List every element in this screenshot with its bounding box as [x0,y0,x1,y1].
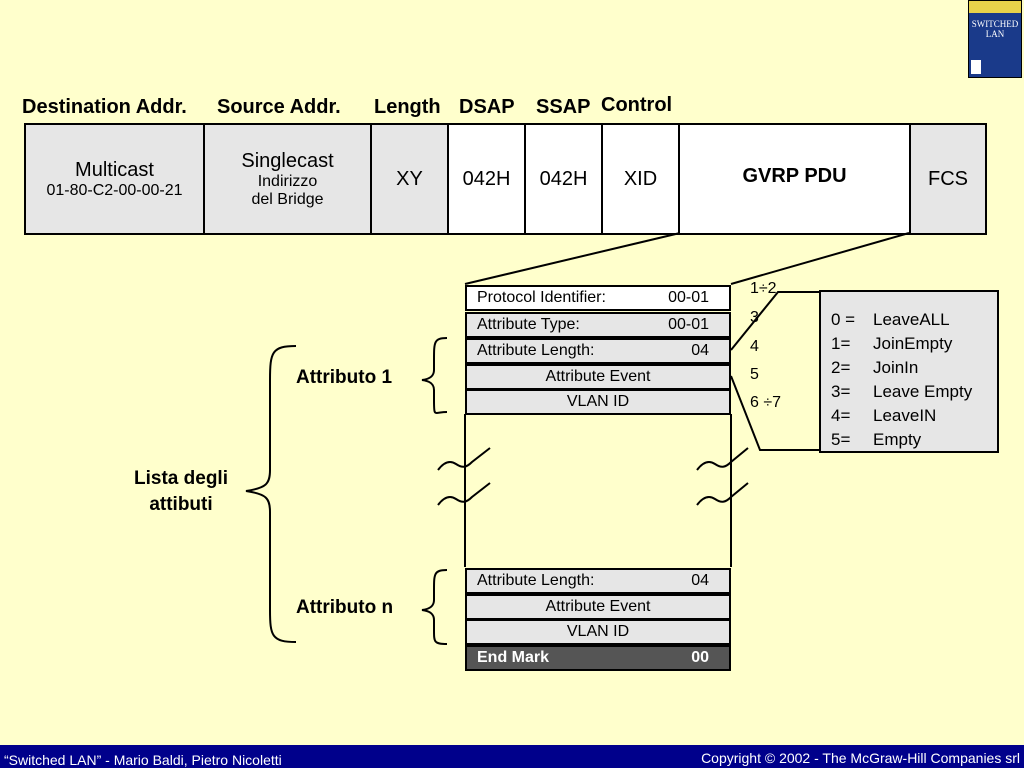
fcs-value: FCS [928,167,968,190]
ssap-value: 042H [539,167,588,190]
label-lista-attributi: Lista degli attibuti [118,466,244,518]
event-name: JoinIn [873,358,919,377]
event-name: LeaveIN [873,406,937,425]
control-value: XID [623,167,658,190]
row-label: Attribute Event [545,368,651,385]
break-squiggle-left-2 [437,482,491,506]
event-code: 1= [831,334,851,353]
row-label: Attribute Length: [477,572,595,589]
row-vlan-id-n: VLAN ID [465,619,731,645]
book-title-line1: SWITCHED [971,19,1019,29]
multicast-address: 01-80-C2-00-00-21 [46,181,183,199]
break-squiggle-right-1 [696,447,749,471]
octet-number: 3 [750,309,759,326]
footer-copyright: Copyright © 2002 - The McGraw-Hill Compa… [701,750,1020,766]
field-source: Singlecast Indirizzo del Bridge [203,123,372,235]
field-length: XY [370,123,449,235]
header-control: Control [601,94,673,116]
book-cover-title: SWITCHED LAN [969,19,1021,39]
row-label: VLAN ID [566,393,630,410]
row-attribute-length-n: Attribute Length: 04 [465,568,731,594]
publisher-logo [971,60,981,74]
row-label: VLAN ID [566,623,630,640]
event-name: Empty [873,430,922,449]
lista-line2: attibuti [149,494,213,515]
label-attributo-1: Attributo 1 [296,367,393,388]
row-protocol-identifier: Protocol Identifier: 00-01 [465,285,731,311]
row-attribute-event-1: Attribute Event [465,364,731,390]
brace-lista-attributi [245,345,297,643]
row-label: Attribute Type: [477,316,580,333]
event-code: 2= [831,358,851,377]
header-destination: Destination Addr. [22,96,187,118]
singlecast-line3: del Bridge [251,190,324,208]
gvrp-pdu-label: GVRP PDU [742,165,847,187]
brace-attributo-n [421,569,448,645]
brace-attributo-1 [421,337,448,414]
row-label: Attribute Length: [477,342,595,359]
header-source: Source Addr. [217,96,341,118]
row-label: Protocol Identifier: [477,289,606,306]
event-name: JoinEmpty [873,334,953,353]
event-code: 3= [831,382,851,401]
row-value: 04 [691,572,709,589]
row-attribute-event-n: Attribute Event [465,594,731,620]
octet-number: 5 [750,366,759,383]
row-vlan-id-1: VLAN ID [465,389,731,415]
header-dsap: DSAP [459,96,515,118]
footer-credits: “Switched LAN” - Mario Baldi, Pietro Nic… [4,752,282,768]
book-title-line2: LAN [985,29,1005,39]
octet-number: 4 [750,338,759,355]
field-gvrp-pdu: GVRP PDU [678,123,911,235]
book-cover-image: SWITCHED LAN [968,0,1022,78]
octet-number: 6 ÷7 [750,394,782,411]
event-item: 4= LeaveIN [831,404,997,428]
dsap-value: 042H [462,167,511,190]
field-control: XID [601,123,680,235]
row-value: 00 [691,649,709,666]
row-attribute-type: Attribute Type: 00-01 [465,312,731,338]
field-destination: Multicast 01-80-C2-00-00-21 [24,123,205,235]
footer-bar: “Switched LAN” - Mario Baldi, Pietro Nic… [0,745,1024,768]
event-item: 1= JoinEmpty [831,332,997,356]
singlecast-line2: Indirizzo [257,172,318,190]
row-attribute-length-1: Attribute Length: 04 [465,338,731,364]
row-label: Attribute Event [545,598,651,615]
length-value: XY [396,167,423,190]
event-name: Leave Empty [873,382,973,401]
event-item: 0 = LeaveALL [831,308,997,332]
event-name: LeaveALL [873,310,950,329]
label-attributo-n: Attributo n [296,597,394,618]
event-item: 5= Empty [831,428,997,452]
header-ssap: SSAP [536,96,591,118]
event-callout-bottom [730,375,819,451]
event-code: 0 = [831,310,856,329]
row-end-mark: End Mark 00 [465,645,731,671]
octet-number: 1÷2 [750,280,777,297]
field-dsap: 042H [447,123,526,235]
row-value: 00-01 [668,316,709,333]
event-item: 3= Leave Empty [831,380,997,404]
row-value: 04 [691,342,709,359]
event-item: 2= JoinIn [831,356,997,380]
event-code: 5= [831,430,851,449]
lista-line1: Lista degli [134,468,228,489]
book-cover-band [969,1,1021,13]
event-callout-top [730,291,819,351]
row-value: 00-01 [668,289,709,306]
row-label: End Mark [477,649,550,666]
break-squiggle-left-1 [437,447,491,471]
break-squiggle-right-2 [696,482,749,506]
header-length: Length [374,96,441,118]
multicast-title: Multicast [75,158,154,181]
field-fcs: FCS [909,123,987,235]
attribute-event-legend: 0 = LeaveALL 1= JoinEmpty 2= JoinIn 3= Leave… [819,290,999,453]
pdu-zoom-line-right [730,232,910,285]
event-code: 4= [831,406,851,425]
pdu-zoom-line-left [464,232,681,285]
singlecast-title: Singlecast [241,149,334,172]
